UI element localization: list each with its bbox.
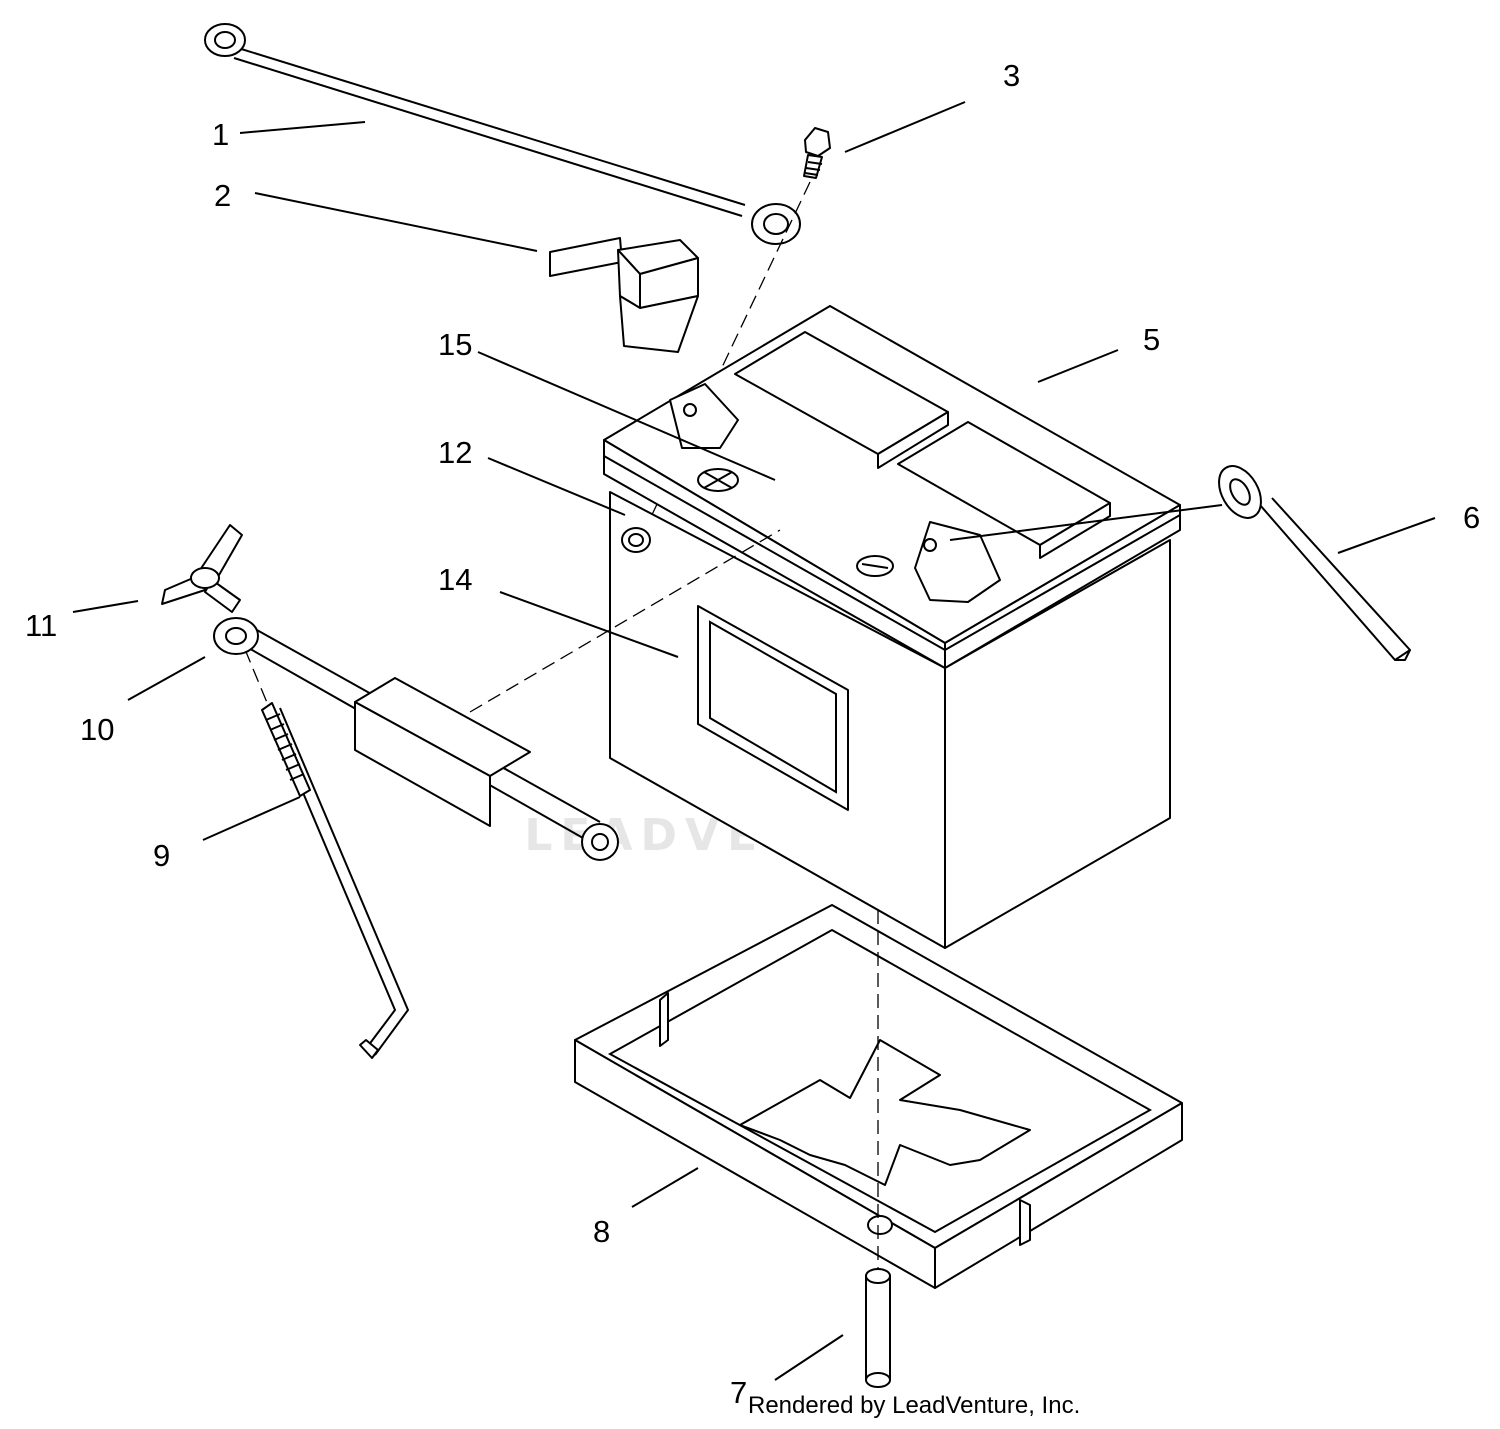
callout-15: 15 [438, 327, 472, 362]
callout-8: 8 [593, 1214, 610, 1249]
callout-1: 1 [212, 117, 229, 152]
part-6-cable [949, 465, 1411, 661]
callout-9: 9 [153, 838, 170, 873]
callout-3: 3 [1003, 58, 1020, 93]
callout-7: 7 [730, 1375, 747, 1410]
part-7-spacer [865, 910, 891, 1388]
callout-6: 6 [1463, 500, 1480, 535]
part-3-bolt [639, 127, 831, 541]
callout-labels: 1 2 3 5 6 7 8 9 10 11 12 14 15 [25, 58, 1480, 1410]
rendered-by-credit: Rendered by LeadVenture, Inc. [748, 1392, 1080, 1419]
part-5-battery [603, 305, 1181, 949]
part-2-terminal-cover [549, 237, 699, 353]
part-10-hold-down [213, 529, 781, 861]
part-11-wing-nut [161, 524, 243, 613]
part-1-cable [204, 23, 801, 245]
callout-12: 12 [438, 435, 472, 470]
callout-5: 5 [1143, 322, 1160, 357]
part-9-rod [236, 629, 410, 1059]
callout-11: 11 [25, 608, 57, 643]
part-8-battery-tray [574, 904, 1183, 1289]
callout-10: 10 [80, 712, 114, 747]
leader-lines [72, 101, 1436, 1381]
callout-2: 2 [214, 178, 231, 213]
callout-14: 14 [438, 562, 472, 597]
